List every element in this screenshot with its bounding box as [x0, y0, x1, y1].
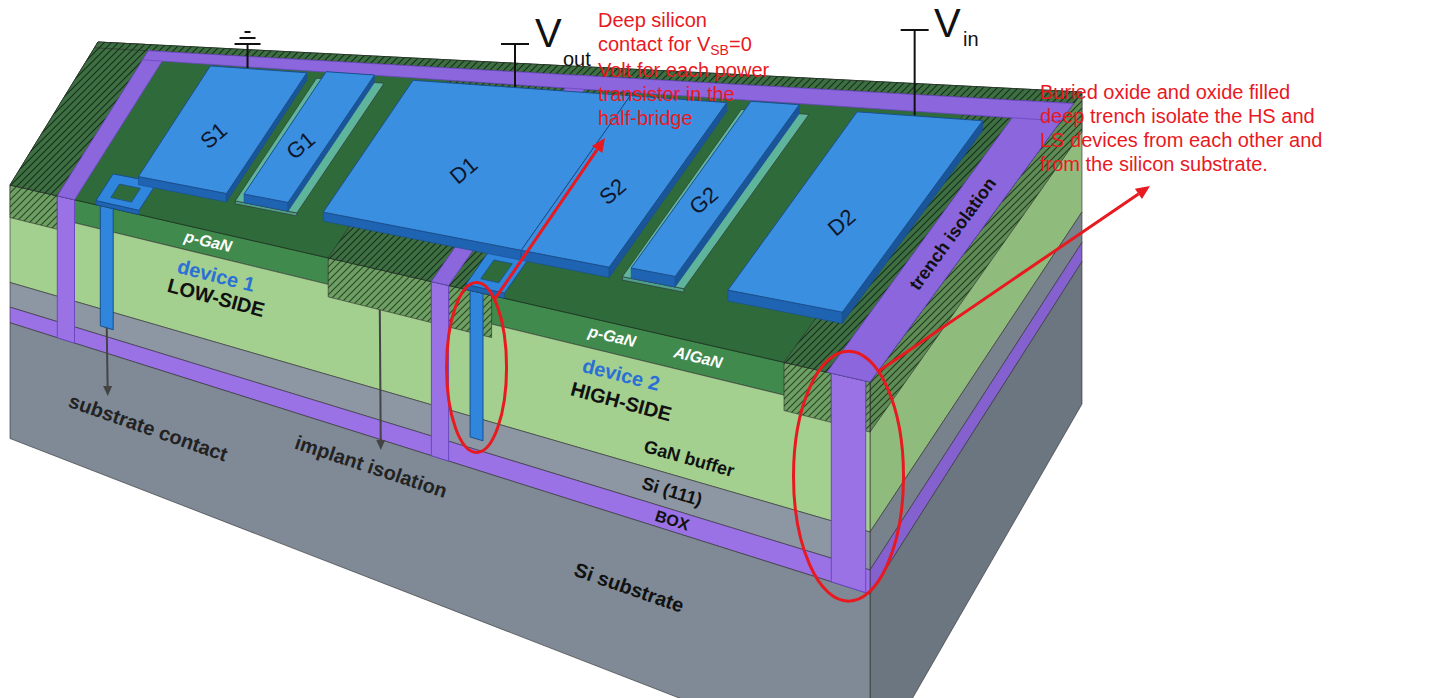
electrode-outline [727, 111, 983, 313]
oxide-trench [831, 373, 865, 593]
highlight-ellipse [447, 282, 507, 452]
layer-name: BOX [653, 507, 692, 535]
leader-arrow [379, 310, 382, 440]
layer-name: Si substrate [571, 559, 687, 618]
deep-silicon-contact [100, 202, 113, 330]
callout-note: Buried oxide and oxide filled deep trenc… [1040, 81, 1322, 175]
part-name: substrate contact [65, 390, 230, 467]
callout-note: Deep silicon contact for VSB=0 Volt for … [598, 8, 770, 130]
terminal-name: V [535, 10, 562, 56]
arrow-head [592, 138, 605, 153]
implant-region [866, 381, 870, 432]
ground-symbol [235, 43, 261, 45]
ground-symbol [245, 31, 251, 33]
callout-note: Buried oxide and oxide filled deep trenc… [1040, 80, 1340, 176]
arrow-head [1135, 186, 1150, 199]
callout-arrow [495, 150, 598, 300]
oxide-trench [57, 196, 74, 343]
terminal-name: V [934, 0, 961, 46]
layer-name: GaN buffer [642, 437, 737, 482]
drain-electrode: D2 [727, 111, 983, 313]
layer-name: p-GaN [587, 323, 638, 352]
highlight-ellipse [794, 351, 904, 601]
terminal-subscript: in [963, 28, 979, 51]
top-surface [10, 42, 1082, 382]
contact-strap-opening [111, 184, 141, 202]
layer-name: Si (111) [640, 473, 705, 511]
electrode-top [728, 112, 983, 312]
ground-symbol [240, 37, 256, 39]
callout-note: Deep silicon contact for V [598, 9, 710, 55]
part-name: implant isolation [292, 431, 450, 503]
leader-arrow [106, 328, 109, 386]
part-name: trench isolation [905, 174, 1001, 295]
terminal-subscript: out [563, 48, 591, 71]
layer-name: p-GaN [182, 228, 233, 257]
layer-name: AlGaN [672, 344, 724, 373]
terminal-symbol [901, 29, 929, 31]
callout-subscript: SB [710, 42, 729, 58]
deep-silicon-contact [470, 285, 483, 440]
arrow-head [376, 440, 385, 450]
terminal-symbol [501, 43, 529, 45]
arrow-head [103, 386, 112, 396]
